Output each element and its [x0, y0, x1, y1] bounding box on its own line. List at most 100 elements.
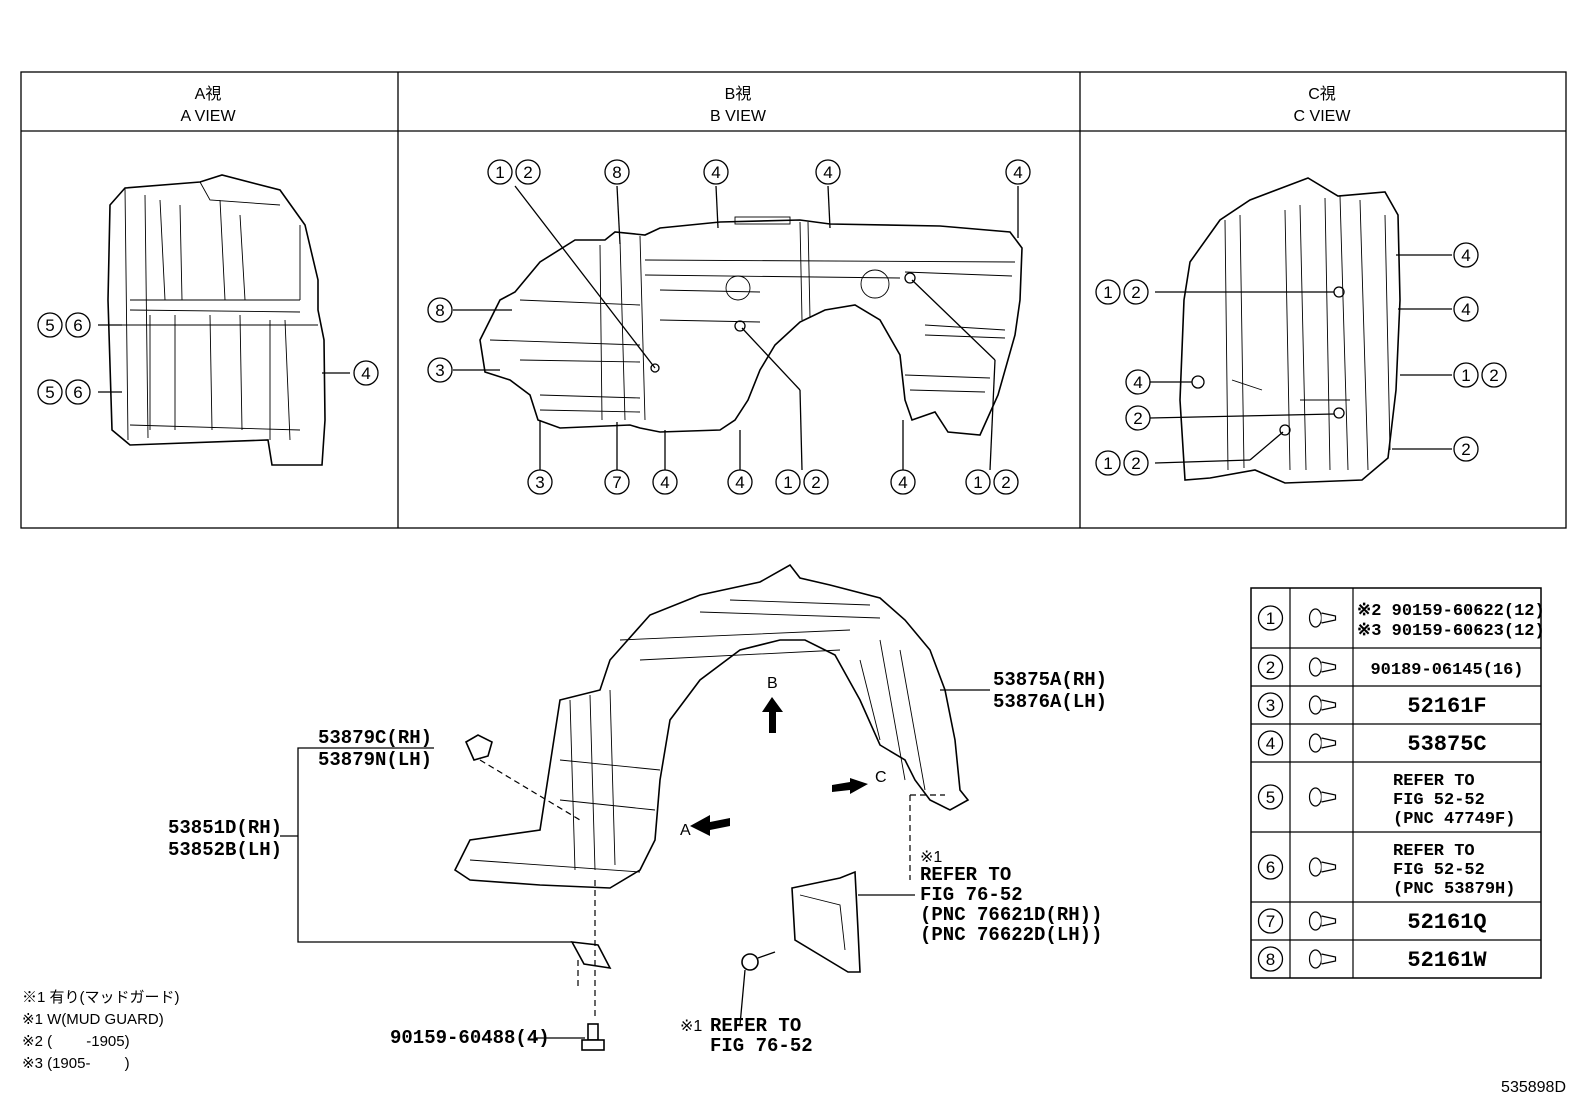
note-2: ※1 W(MUD GUARD): [22, 1011, 164, 1028]
callout-circle: [775, 469, 801, 495]
callout-circle: [527, 469, 553, 495]
legend-text: (PNC 47749F): [1393, 810, 1515, 829]
legend-number: 6: [1266, 858, 1275, 877]
callout-c-4-l: 4: [1125, 369, 1151, 395]
label-53851d: 53851D(RH): [168, 817, 282, 839]
diagram-id: 535898D: [1501, 1079, 1566, 1096]
ref2-mark: ※1: [680, 1018, 702, 1035]
callout-circle: [604, 469, 630, 495]
callout-circle: [353, 360, 379, 386]
callout-b-4-b1: 4: [652, 469, 678, 495]
fastener-icon: [1308, 695, 1337, 715]
label-53875a: 53875A(RH): [993, 669, 1107, 691]
legend-number-circle: [1257, 730, 1284, 756]
callout-b-4-t1: 4: [703, 159, 729, 185]
callout-circle: [703, 159, 729, 185]
screw-reference: ※1 REFER TO FIG 76-52: [680, 1015, 813, 1057]
callout-circle: [1453, 296, 1479, 322]
callout-number: 2: [1001, 473, 1010, 492]
arrow-a-label: A: [680, 822, 691, 839]
callout-b-8-left: 8: [427, 297, 453, 323]
callout-number: 7: [612, 473, 621, 492]
callout-b-3-bot: 3: [527, 469, 553, 495]
callout-number: 4: [1461, 246, 1470, 265]
callout-circle: [427, 297, 453, 323]
legend-text: (PNC 53879H): [1393, 880, 1515, 899]
legend-number: 8: [1266, 950, 1275, 969]
c-view-leaders: [1149, 254, 1452, 464]
callout-circle: [604, 159, 630, 185]
callout-circle: [1453, 242, 1479, 268]
label-53852b: 53852B(LH): [168, 839, 282, 861]
callout-number: 2: [523, 163, 532, 182]
ref1-line4: (PNC 76622D(LH)): [920, 924, 1102, 946]
callout-c-2-l: 2: [1125, 405, 1151, 431]
callout-circle: [803, 469, 829, 495]
callout-circle: [1095, 279, 1121, 305]
footnotes: ※1 有り(マッドガード) ※1 W(MUD GUARD) ※2 ( -1905…: [22, 989, 180, 1072]
callout-a-4: 4: [353, 360, 379, 386]
legend-number-circle: [1257, 784, 1284, 810]
callout-number: 1: [1103, 454, 1112, 473]
callout-number: 2: [1131, 283, 1140, 302]
fender-liner-main-drawing: [453, 563, 970, 889]
main-leaders: [280, 689, 990, 1039]
callout-circle: [427, 357, 453, 383]
callout-circle: [515, 159, 541, 185]
callout-circle: [65, 379, 91, 405]
legend-text: ※3 90159-60623(12): [1357, 622, 1545, 641]
legend-text: FIG 52-52: [1393, 791, 1485, 810]
mud-guard-reference: ※1 REFER TO FIG 76-52 (PNC 76621D(RH)) (…: [920, 849, 1102, 946]
callout-b-4-b3: 4: [890, 469, 916, 495]
legend-number: 2: [1266, 658, 1275, 677]
view-c-jp: C視: [1308, 85, 1336, 103]
ref1-mark: ※1: [920, 849, 942, 866]
callout-circle: [487, 159, 513, 185]
callout-circle: [37, 379, 63, 405]
legend-number-circle: [1257, 908, 1284, 934]
c-view-liner-drawing: [1179, 177, 1401, 484]
callout-b-7-bot: 7: [604, 469, 630, 495]
callout-number: 4: [898, 473, 907, 492]
mud-guard-screw-drawing: [741, 951, 776, 971]
callout-circle: [965, 469, 991, 495]
legend-number-circle: [1257, 605, 1284, 631]
label-53876a: 53876A(LH): [993, 691, 1107, 713]
callout-circle: [1453, 436, 1479, 462]
legend-text: REFER TO: [1393, 772, 1475, 791]
callout-number: 6: [73, 316, 82, 335]
callout-number: 2: [1131, 454, 1140, 473]
callout-number: 4: [711, 163, 720, 182]
mud-guard-drawing: [791, 870, 861, 973]
views-frame: [20, 71, 1567, 529]
ref1-line3: (PNC 76621D(RH)): [920, 904, 1102, 926]
callout-number: 2: [1489, 366, 1498, 385]
legend-number: 4: [1266, 734, 1275, 753]
callout-number: 1: [783, 473, 792, 492]
fastener-icon: [1308, 857, 1337, 877]
note-4: ※3 (1905- ): [22, 1055, 130, 1072]
fastener-icon: [1308, 608, 1337, 628]
callout-circle: [890, 469, 916, 495]
legend-number-circle: [1257, 854, 1284, 880]
bolt-90159-60488-drawing: [581, 1023, 605, 1051]
label-53879n: 53879N(LH): [318, 749, 432, 771]
view-a-en: A VIEW: [180, 108, 236, 125]
fastener-icon: [1308, 787, 1337, 807]
callout-number: 1: [973, 473, 982, 492]
legend-number: 3: [1266, 696, 1275, 715]
callout-circle: [37, 312, 63, 338]
legend-number-circle: [1257, 654, 1284, 680]
callout-circle: [1123, 279, 1149, 305]
callout-b-4-t3: 4: [1005, 159, 1031, 185]
callout-circle: [1095, 450, 1121, 476]
callout-number: 4: [1461, 300, 1470, 319]
callout-circle: [993, 469, 1019, 495]
callout-number: 2: [811, 473, 820, 492]
callout-number: 4: [660, 473, 669, 492]
view-a-jp: A視: [195, 85, 222, 103]
